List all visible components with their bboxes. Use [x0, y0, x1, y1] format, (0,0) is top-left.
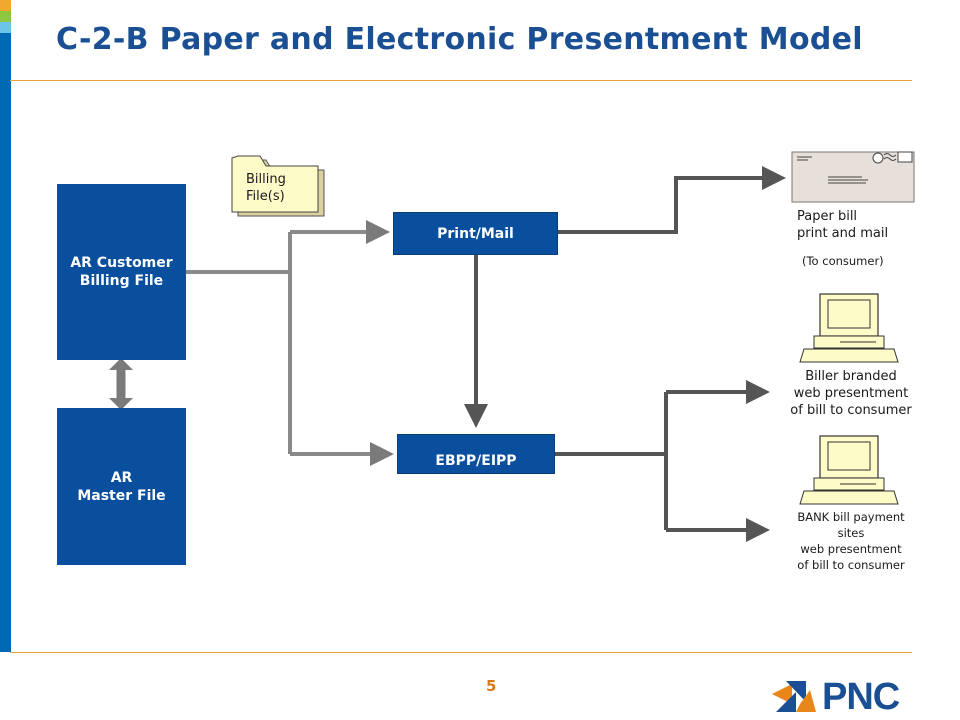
page-number: 5: [486, 677, 497, 695]
double-arrow-head-up: [109, 358, 133, 370]
left-accent-bar: [0, 0, 11, 652]
page-title: C-2-B Paper and Electronic Presentment M…: [56, 22, 863, 57]
computer-icon: [799, 435, 899, 505]
pnc-logo-icon: [772, 681, 816, 712]
envelope-icon: [791, 151, 915, 203]
computer-icon: [799, 293, 899, 363]
ar-customer-billing-file: AR Customer Billing File: [57, 184, 186, 360]
billing-files-label: Billing File(s): [246, 172, 286, 204]
ar-master-file-label: AR Master File: [77, 469, 166, 504]
biller-branded-label: Biller branded web presentment of bill t…: [790, 369, 912, 418]
bank-sites-label: BANK bill payment sites web presentment …: [797, 510, 905, 572]
accent-square-orange: [0, 0, 11, 11]
ebpp-eipp-label: EBPP/EIPP: [435, 453, 517, 469]
folder-icon: [231, 155, 325, 217]
to-consumer-label: (To consumer): [802, 254, 884, 268]
print-mail-box: Print/Mail: [393, 212, 558, 255]
accent-square-lightblue: [0, 22, 11, 33]
ar-customer-billing-file-label: AR Customer Billing File: [70, 255, 173, 289]
ar-master-file: AR Master File: [57, 408, 186, 565]
print-mail-label: Print/Mail: [437, 225, 514, 242]
double-arrow-head-down: [109, 398, 133, 410]
bottom-divider: [10, 652, 912, 653]
top-divider: [10, 80, 912, 81]
accent-square-green: [0, 11, 11, 22]
pnc-logo-text: PNC: [822, 676, 900, 718]
ebpp-eipp-box: EBPP/EIPP: [397, 434, 555, 474]
arrow-to-paper-bill: [558, 166, 786, 234]
paper-bill-label: Paper bill print and mail: [797, 209, 889, 241]
